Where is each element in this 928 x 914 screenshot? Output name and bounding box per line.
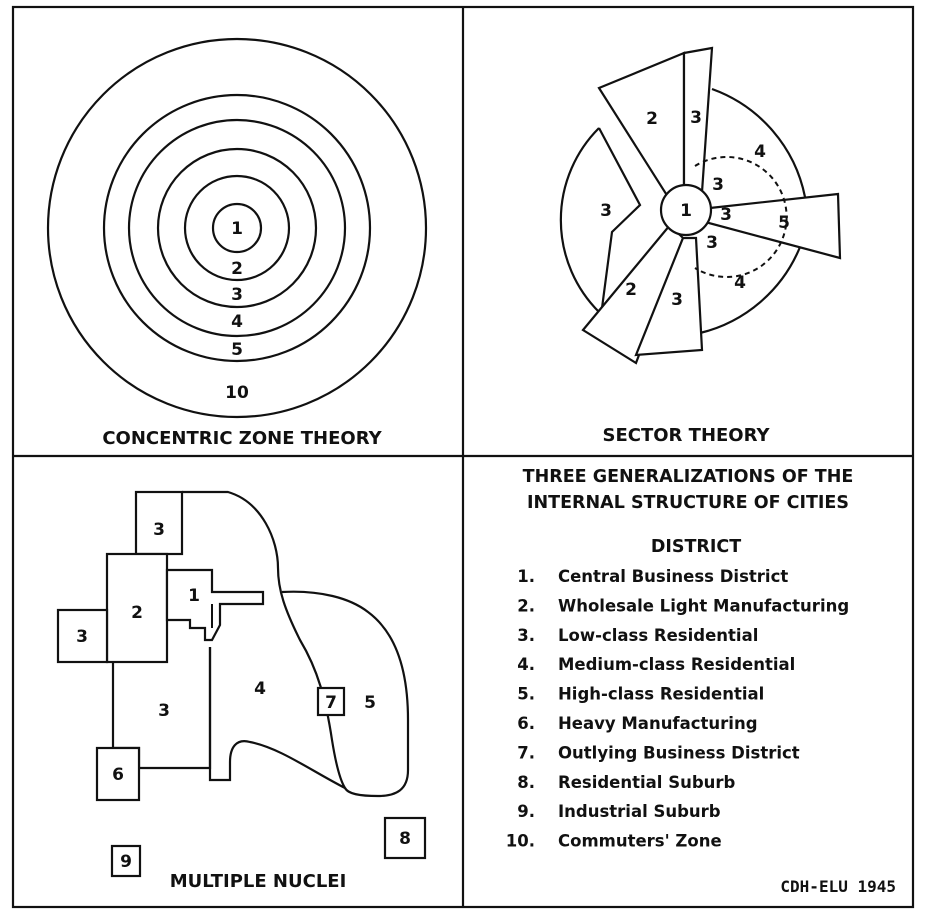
nuclei-label-3-lower: 3	[158, 701, 170, 721]
zone-label-10: 10	[225, 383, 249, 403]
zone-ring-10	[46, 37, 428, 419]
nuclei-label-3-top: 3	[153, 520, 165, 540]
legend-items: 1. Central Business District 2. Wholesale L…	[506, 567, 849, 851]
nuclei-cbd	[165, 568, 265, 642]
sector-label-3-ne: 3	[712, 175, 724, 195]
legend-item-number: 7.	[517, 743, 535, 762]
sector-2-north	[597, 51, 686, 199]
nuclei-zone-6	[95, 746, 141, 802]
legend-item-number: 5.	[517, 685, 535, 704]
sector-title: SECTOR THEORY	[602, 425, 770, 446]
sector-label-2-southwest: 2	[625, 280, 637, 300]
legend-heading-line2: INTERNAL STRUCTURE OF CITIES	[527, 493, 849, 513]
zone-label-1: 1	[231, 219, 243, 239]
legend-item-number: 9.	[517, 802, 535, 821]
legend-item-number: 10.	[506, 832, 535, 851]
sector-label-3-north: 3	[690, 108, 702, 128]
legend-item-text: Industrial Suburb	[558, 802, 721, 821]
legend-item-number: 3.	[517, 626, 535, 645]
nuclei-label-4: 4	[254, 679, 266, 699]
sector-label-4-east: 4	[754, 142, 766, 162]
zone-ring-3	[156, 147, 318, 309]
sector-label-4-southeast: 4	[734, 273, 746, 293]
sector-label-3-e: 3	[720, 205, 732, 225]
legend-heading-line1: THREE GENERALIZATIONS OF THE	[523, 467, 854, 487]
sector-3-west-notch	[598, 127, 642, 309]
zone-ring-5	[102, 93, 372, 363]
legend-item-text: Medium-class Residential	[558, 655, 795, 674]
district-header: DISTRICT	[651, 537, 741, 557]
sector-label-3-west: 3	[600, 201, 612, 221]
legend-item-number: 8.	[517, 773, 535, 792]
zone-label-3: 3	[231, 285, 243, 305]
nuclei-zone-3-left	[56, 608, 109, 664]
nuclei-zone-2	[105, 552, 169, 664]
nuclei-zone-8	[383, 816, 427, 860]
sector-theory-panel: 1 2 3 3 4 3 3 3 5 2 3 4 SECTOR THEORY	[559, 46, 842, 446]
zone-ring-4	[127, 118, 347, 338]
legend-item-number: 1.	[517, 567, 535, 586]
concentric-title: CONCENTRIC ZONE THEORY	[102, 428, 382, 449]
sector-4-east	[711, 87, 807, 198]
nuclei-label-9: 9	[120, 852, 132, 872]
sector-3-dashed-ring	[694, 156, 788, 278]
legend-item-number: 2.	[517, 596, 535, 615]
sector-3-west	[559, 127, 600, 313]
nuclei-zone-7	[316, 686, 346, 717]
legend-item-number: 4.	[517, 655, 535, 674]
sector-label-3-south: 3	[671, 290, 683, 310]
zone-label-2: 2	[231, 259, 243, 279]
nuclei-label-2: 2	[131, 603, 143, 623]
nuclei-title: MULTIPLE NUCLEI	[170, 871, 347, 892]
zone-label-5: 5	[231, 340, 243, 360]
concentric-zone-panel: 1 2 3 4 5 10 CONCENTRIC ZONE THEORY	[46, 37, 428, 449]
sector-3-south	[634, 236, 704, 357]
nuclei-zone-5	[281, 590, 410, 798]
zone-ring-2	[183, 174, 291, 282]
sector-cbd-circle	[659, 183, 713, 237]
legend-item-text: Central Business District	[558, 567, 788, 586]
legend-item-text: Heavy Manufacturing	[558, 714, 758, 733]
sector-label-cbd: 1	[680, 201, 692, 221]
sector-5-east	[703, 192, 842, 260]
credit-label: CDH-ELU 1945	[780, 877, 896, 896]
nuclei-label-5: 5	[364, 693, 376, 713]
nuclei-label-1: 1	[188, 586, 200, 606]
sector-label-5: 5	[778, 213, 790, 233]
sector-4-southeast	[699, 246, 802, 335]
sector-label-2-north: 2	[646, 109, 658, 129]
nuclei-zone-4	[182, 490, 349, 791]
legend-item-text: Residential Suburb	[558, 773, 736, 792]
nuclei-label-3-left: 3	[76, 627, 88, 647]
legend-item-text: Wholesale Light Manufacturing	[558, 596, 849, 615]
zone-label-4: 4	[231, 312, 243, 332]
legend-item-text: Commuters' Zone	[558, 832, 722, 851]
sector-label-3-se: 3	[706, 233, 718, 253]
legend-item-text: Outlying Business District	[558, 743, 800, 762]
zone-ring-1	[211, 202, 263, 254]
nuclei-zone-9	[110, 844, 142, 878]
legend-panel: THREE GENERALIZATIONS OF THE INTERNAL ST…	[506, 467, 896, 896]
multiple-nuclei-panel: 3 2 1 3 3 4 7 5 6 8 9 MULTIPLE NUCLEI	[56, 490, 427, 892]
legend-item-number: 6.	[517, 714, 535, 733]
nuclei-label-6: 6	[112, 765, 124, 785]
legend-item-text: Low-class Residential	[558, 626, 758, 645]
nuclei-label-8: 8	[399, 829, 411, 849]
legend-item-text: High-class Residential	[558, 685, 764, 704]
nuclei-label-7: 7	[325, 693, 337, 713]
